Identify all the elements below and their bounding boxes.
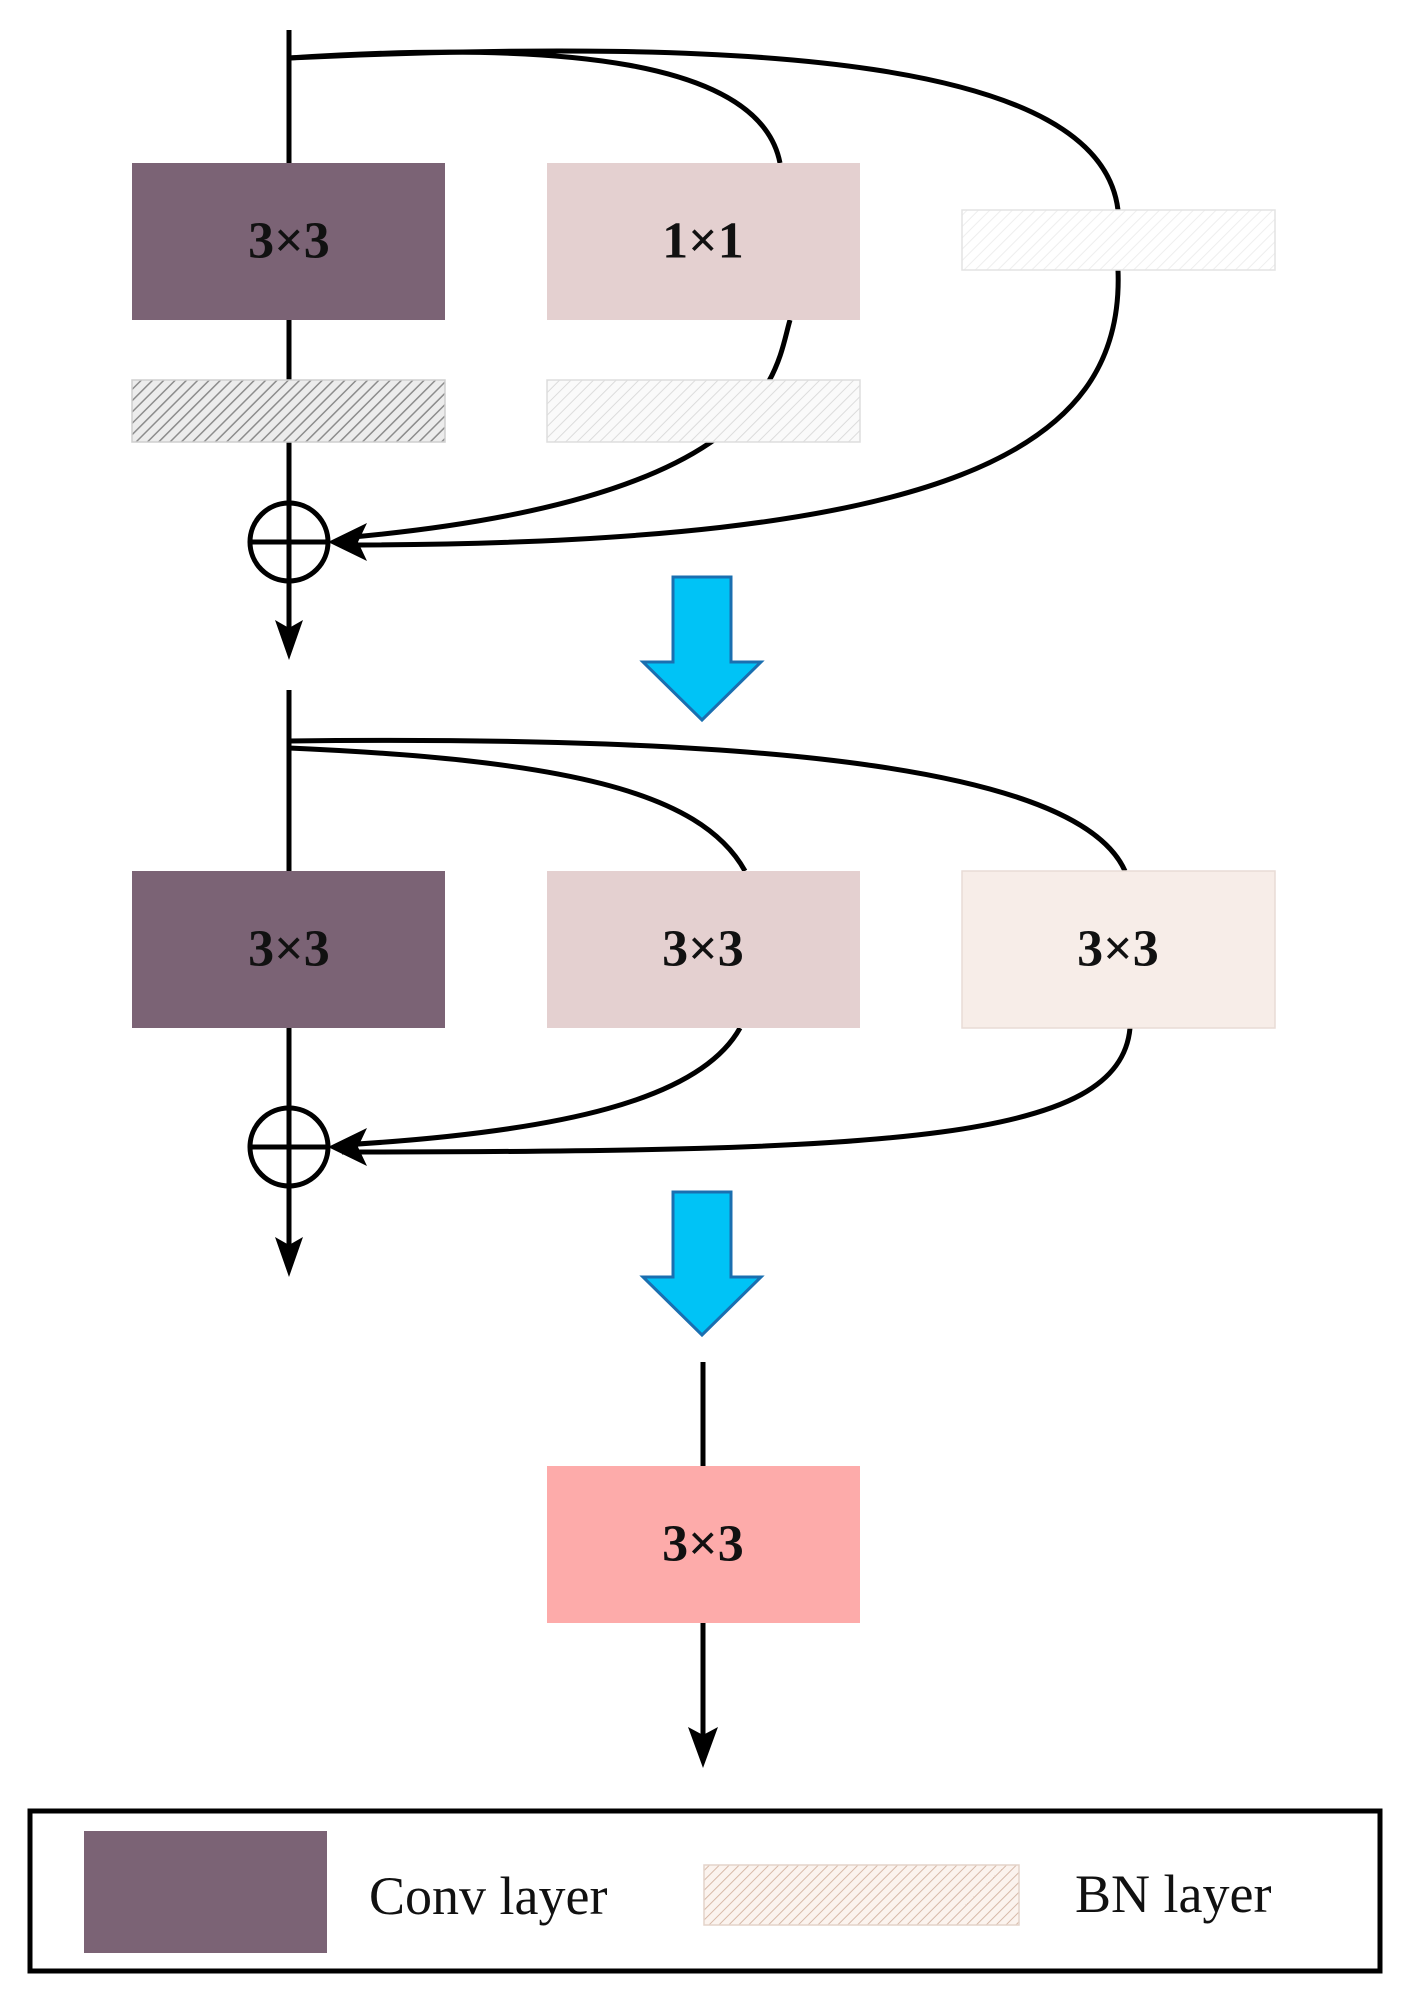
stage3-fused-conv-label: 3×3 [662,1516,744,1573]
stage2-merge-arrowhead [328,1128,367,1166]
stage2-branch-b-out-curve [341,1026,743,1148]
stage-2-equivalent-block: 3×3 3×3 3×3 [132,690,1276,1277]
legend-conv-swatch [84,1831,327,1953]
stage-1-training-block: 3×3 1×1 [131,30,1276,660]
stage1-conv-3x3-box [132,163,445,320]
stage3-fused-conv-box [547,1466,860,1623]
stage2-conv-a-box [132,871,445,1028]
legend-bn-label: BN layer [1075,1864,1271,1924]
stage2-conv-c-box [961,870,1276,1029]
legend-bn-swatch [703,1864,1020,1926]
stage2-branch-c-in-curve [288,737,1128,873]
stage2-conv-c-label: 3×3 [1077,921,1159,978]
stage2-add-node [247,1105,331,1189]
stage3-output-arrowhead [688,1727,718,1768]
stage-3-fused-block: 3×3 [547,1362,860,1768]
stage1-add-node [247,500,331,584]
legend: Conv layer BN layer [27,1808,1383,1974]
stage1-identity-out-curve [341,269,1121,548]
stage2-conv-a-label: 3×3 [248,921,330,978]
stage2-conv-b-label: 3×3 [662,921,744,978]
stage1-merge-arrowhead [328,523,367,561]
stage1-bn-1x1-box [546,379,861,443]
stage2-branch-b-in-curve [288,745,748,873]
stage2-branch-c-out-curve [341,1027,1133,1155]
legend-conv-label: Conv layer [369,1866,607,1926]
stage2-conv-b-box [547,871,860,1028]
stage2-output-arrowhead [275,1237,303,1277]
reparam-arrow-2 [639,1190,765,1338]
stage1-branch-1x1-in-curve [288,49,783,164]
stage1-conv-1x1-label: 1×1 [662,213,744,270]
stage1-identity-in-curve [288,48,1121,211]
stage1-output-arrowhead [275,620,303,660]
stage1-conv-3x3-label: 3×3 [248,213,330,270]
reparam-arrow-1 [639,575,765,723]
stage1-bn-3x3-box [131,379,446,443]
stage1-conv-1x1-box [547,163,860,320]
stage1-identity-bn-box [961,209,1276,271]
